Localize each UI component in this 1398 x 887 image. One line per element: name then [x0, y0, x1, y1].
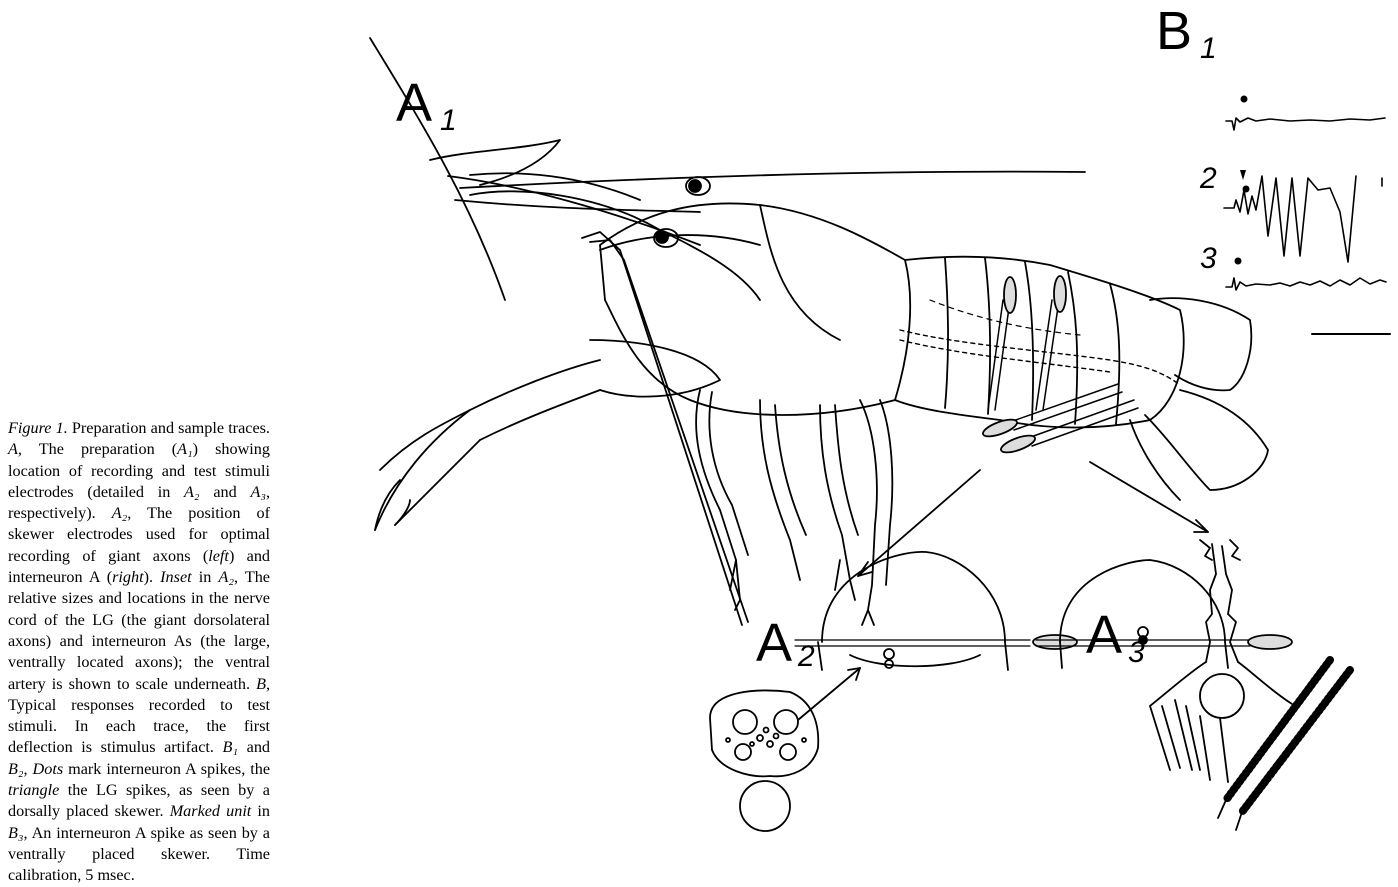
- panel-sub-a1: 1: [440, 106, 457, 136]
- caption-segment: Figure 1.: [8, 419, 68, 437]
- caption-segment: in: [251, 802, 270, 820]
- figure-caption: Figure 1. Preparation and sample traces.…: [8, 418, 270, 887]
- caption-segment: left: [208, 547, 229, 565]
- panel-label-b1: B: [1156, 4, 1192, 58]
- caption-segment: A₂: [184, 483, 200, 501]
- panel-label-b3: 3: [1200, 244, 1217, 274]
- caption-segment: Preparation and sample traces.: [68, 419, 270, 437]
- lg-triangle-marker: [1240, 170, 1246, 180]
- panel-sub-a3: 3: [1128, 638, 1145, 668]
- panel-label-a1: A: [396, 76, 432, 130]
- crayfish-drawing: [370, 38, 1268, 625]
- caption-text: Figure 1. Preparation and sample traces.…: [8, 418, 270, 887]
- caption-segment: Dots: [33, 760, 64, 778]
- caption-segment: A₂: [218, 568, 234, 586]
- caption-segment: Inset: [160, 568, 191, 586]
- panel-label-a2: A: [756, 616, 792, 670]
- trace-b1: [1226, 96, 1385, 131]
- caption-segment: , The relative sizes and locations in th…: [8, 568, 270, 692]
- caption-segment: ).: [144, 568, 161, 586]
- panel-sub-a2: 2: [798, 642, 815, 672]
- caption-segment: B₁: [223, 738, 239, 756]
- a2-inset-nerve-cord: [710, 668, 860, 831]
- detail-arrows: [858, 462, 1208, 576]
- panel-sub-b1: 1: [1200, 34, 1217, 64]
- caption-segment: ,: [24, 760, 33, 778]
- caption-segment: , An interneuron A spike as seen by a ve…: [8, 824, 270, 885]
- caption-segment: A₂: [112, 504, 128, 522]
- caption-segment: triangle: [8, 781, 59, 799]
- caption-segment: A,: [8, 440, 22, 458]
- caption-segment: B₃: [8, 824, 24, 842]
- caption-segment: B₂: [8, 760, 24, 778]
- spike-dot: [1235, 258, 1242, 265]
- caption-segment: The preparation (: [22, 440, 177, 458]
- caption-segment: right: [112, 568, 143, 586]
- caption-segment: mark interneuron A spikes, the: [63, 760, 270, 778]
- caption-segment: and: [238, 738, 270, 756]
- a2-left-cross-section: [795, 552, 1077, 670]
- caption-segment: Marked unit: [170, 802, 252, 820]
- trace-b3: [1226, 258, 1386, 291]
- caption-segment: A₃: [250, 483, 266, 501]
- caption-segment: and: [200, 483, 251, 501]
- spike-dot: [1241, 96, 1248, 103]
- a3-neuron-drawing: [1150, 540, 1350, 830]
- panel-label-b2: 2: [1200, 164, 1217, 194]
- spike-dot: [1243, 186, 1250, 193]
- caption-segment: B,: [256, 675, 270, 693]
- trace-b2: [1224, 170, 1382, 262]
- panel-label-a3: A: [1086, 608, 1122, 662]
- a2-right-cross-section: [1036, 560, 1292, 668]
- caption-segment: in: [192, 568, 219, 586]
- caption-segment: A₁: [177, 440, 193, 458]
